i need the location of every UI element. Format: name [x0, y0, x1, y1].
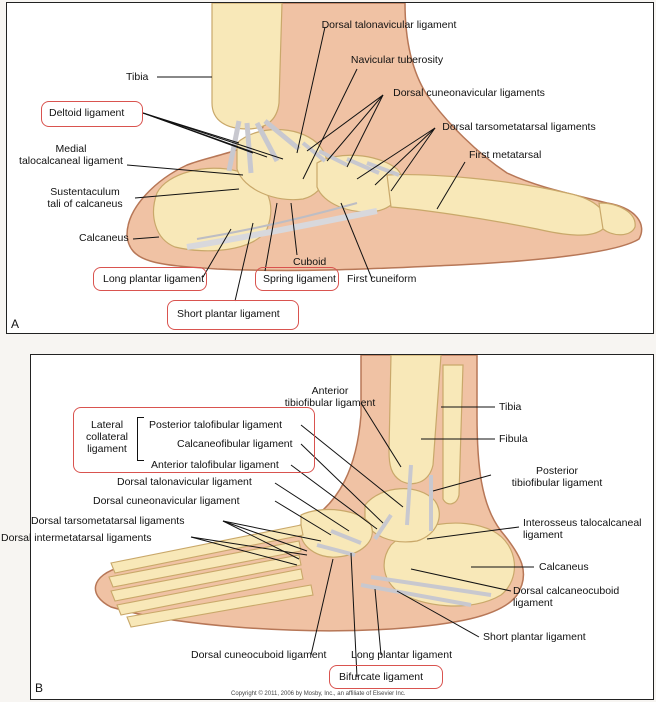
- label-dorsal-cuneocuboid: Dorsal cuneocuboid ligament: [191, 649, 326, 661]
- label-short-plantar: Short plantar ligament: [177, 308, 280, 320]
- label-dorsal-cuneonavicular: Dorsal cuneonavicular ligaments: [369, 87, 569, 99]
- label-first-cuneiform: First cuneiform: [347, 273, 416, 285]
- panel-a-medial-view: Dorsal talonavicular ligament Navicular …: [6, 2, 654, 334]
- label-calcaneus-a: Calcaneus: [79, 232, 129, 244]
- label-first-metatarsal: First metatarsal: [469, 149, 541, 161]
- label-dorsal-talonavicular: Dorsal talonavicular ligament: [309, 19, 469, 31]
- label-navicular-tuberosity: Navicular tuberosity: [337, 54, 457, 66]
- label-dorsal-talonavicular-b: Dorsal talonavicular ligament: [117, 476, 252, 488]
- label-medial-talocalcaneal: Medial talocalcaneal ligament: [15, 143, 127, 167]
- tibia-bone: [212, 3, 282, 129]
- label-anterior-tibiofibular: Anterior tibiofibular ligament: [255, 385, 405, 409]
- tibia-bone-b: [389, 355, 441, 484]
- label-lateral-collateral: Lateral collateral ligament: [77, 419, 137, 455]
- label-spring: Spring ligament: [263, 273, 336, 285]
- label-calcaneofibular: Calcaneofibular ligament: [177, 438, 293, 450]
- lateral-collateral-bracket: [137, 417, 144, 461]
- label-short-plantar-b: Short plantar ligament: [483, 631, 586, 643]
- label-dorsal-cuneonavicular-b: Dorsal cuneonavicular ligament: [93, 495, 240, 507]
- label-posterior-talofibular: Posterior talofibular ligament: [149, 419, 282, 431]
- label-bifurcate: Bifurcate ligament: [339, 671, 423, 683]
- panel-b-letter: B: [35, 681, 43, 695]
- label-long-plantar-b: Long plantar ligament: [351, 649, 452, 661]
- panel-a-letter: A: [11, 317, 19, 331]
- label-fibula: Fibula: [499, 433, 528, 445]
- label-dorsal-tarsometatarsal: Dorsal tarsometatarsal ligaments: [429, 121, 609, 133]
- label-interosseus: Interosseus talocalcaneal ligament: [523, 517, 642, 541]
- label-tibia-a: Tibia: [126, 71, 148, 83]
- label-calcaneus-b: Calcaneus: [539, 561, 589, 573]
- label-anterior-talofibular: Anterior talofibular ligament: [151, 459, 279, 471]
- panel-b-lateral-view: Anterior tibiofibular ligament Tibia Lat…: [30, 354, 654, 700]
- label-sustentaculum: Sustentaculum tali of calcaneus: [35, 186, 135, 210]
- label-deltoid: Deltoid ligament: [49, 107, 124, 119]
- label-dorsal-calcaneocuboid: Dorsal calcaneocuboid ligament: [513, 585, 619, 609]
- label-long-plantar: Long plantar ligament: [103, 273, 204, 285]
- copyright-notice: Copyright © 2011, 2006 by Mosby, Inc., a…: [231, 691, 406, 697]
- label-dorsal-intermetatarsal: Dorsal intermetatarsal ligaments: [1, 532, 152, 544]
- label-posterior-tibiofibular: Posterior tibiofibular ligament: [477, 465, 637, 489]
- label-tibia-b: Tibia: [499, 401, 521, 413]
- phalanx-bone: [599, 203, 635, 235]
- label-dorsal-tarsometatarsal-b: Dorsal tarsometatarsal ligaments: [31, 515, 184, 527]
